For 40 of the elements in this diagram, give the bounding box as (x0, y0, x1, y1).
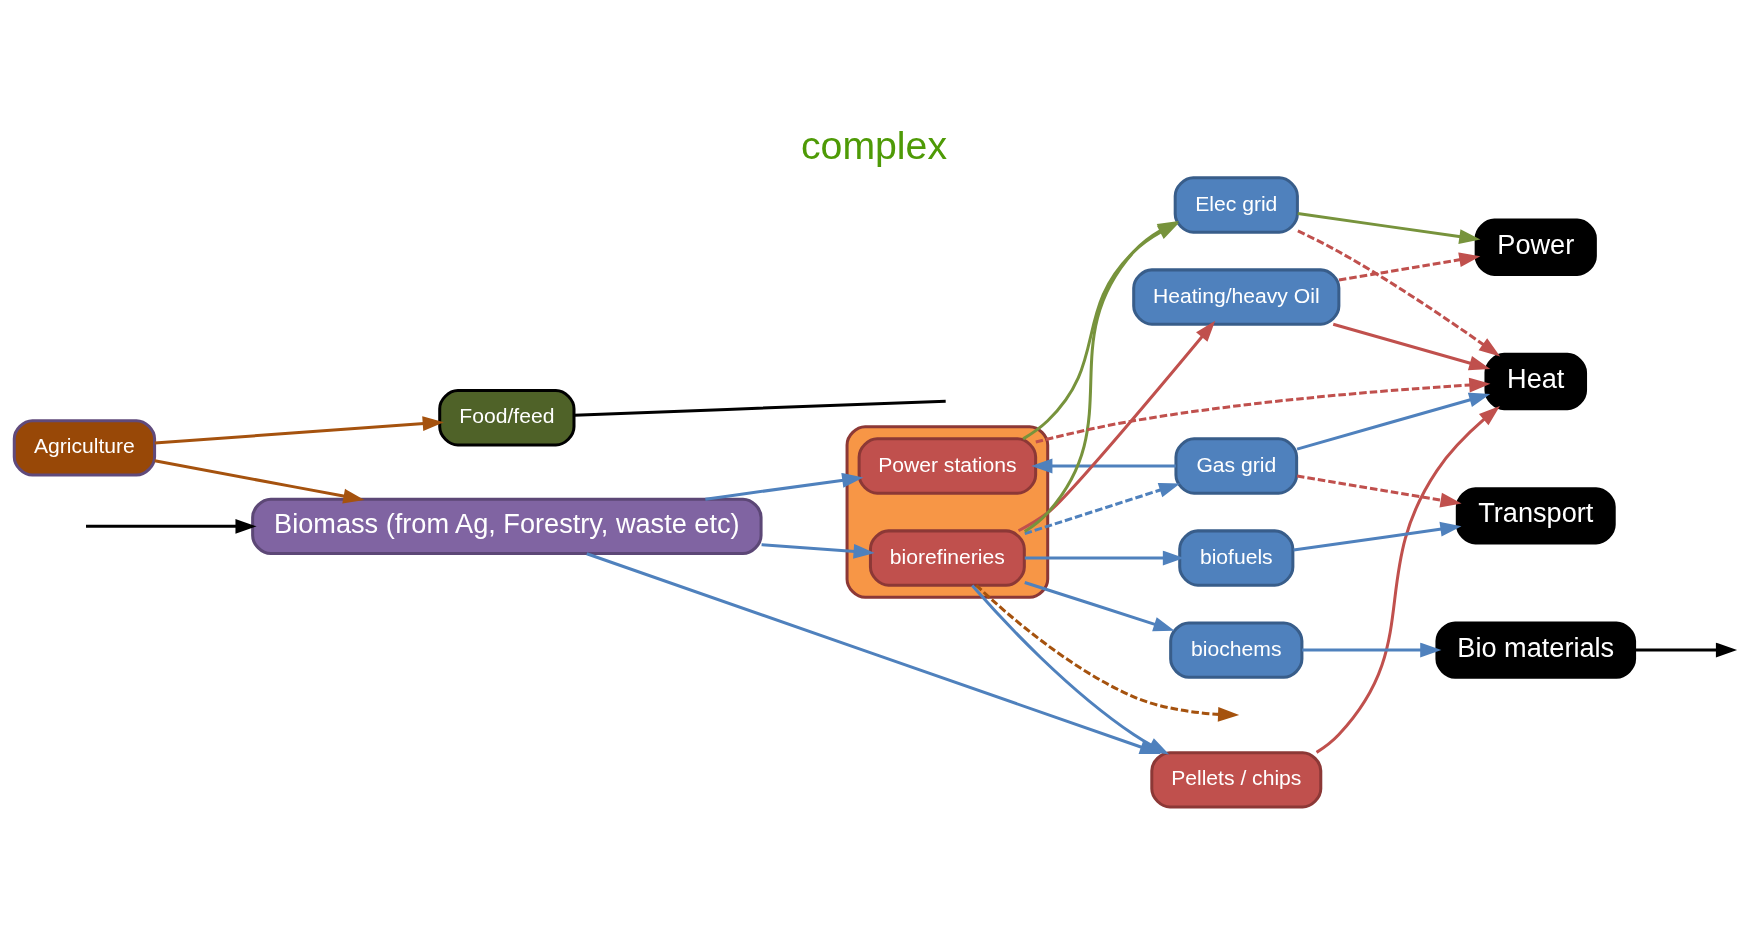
arrow (1297, 229, 1501, 357)
node-box: biochems (1169, 620, 1304, 679)
arrow (86, 518, 257, 534)
arrow (1296, 392, 1491, 451)
diagram-title: complex (800, 122, 948, 167)
arrow (1035, 377, 1491, 443)
arrow (1297, 211, 1481, 244)
node-box: Biomass (from Ag, Forestry, waste etc) (251, 497, 763, 555)
node-box: Transport (1455, 486, 1616, 544)
arrow (1302, 642, 1442, 657)
arrow (1024, 482, 1181, 535)
arrow (154, 458, 365, 503)
node-box: biofuels (1178, 528, 1295, 587)
node-box: Gas grid (1174, 436, 1299, 495)
node-box: Bio materials (1435, 620, 1637, 679)
arrow (1332, 322, 1491, 370)
arrow (1296, 474, 1462, 507)
arrow (975, 583, 1240, 722)
arrow (1634, 642, 1738, 657)
node-box: Pellets / chips (1150, 750, 1323, 808)
node-box: Heating/heavy Oil (1132, 267, 1341, 326)
arrow (1024, 580, 1175, 631)
arrow (1017, 320, 1216, 532)
cluster (845, 424, 1050, 599)
arrow (761, 542, 875, 559)
node-box: Food/feed (438, 388, 576, 446)
node-box: biorefineries (868, 528, 1026, 587)
node-box: Heat (1484, 352, 1588, 410)
arrow (154, 415, 444, 444)
arrow (1031, 458, 1176, 473)
node-box: Agriculture (12, 418, 157, 477)
connector (574, 399, 946, 417)
node-box: Elec grid (1173, 175, 1299, 234)
arrow (1293, 521, 1462, 552)
arrow (1024, 550, 1184, 565)
node-box: Power (1474, 218, 1597, 276)
node-box: Power stations (857, 436, 1038, 495)
arrow (1338, 252, 1481, 282)
arrow (1315, 405, 1500, 754)
arrow (705, 472, 864, 501)
